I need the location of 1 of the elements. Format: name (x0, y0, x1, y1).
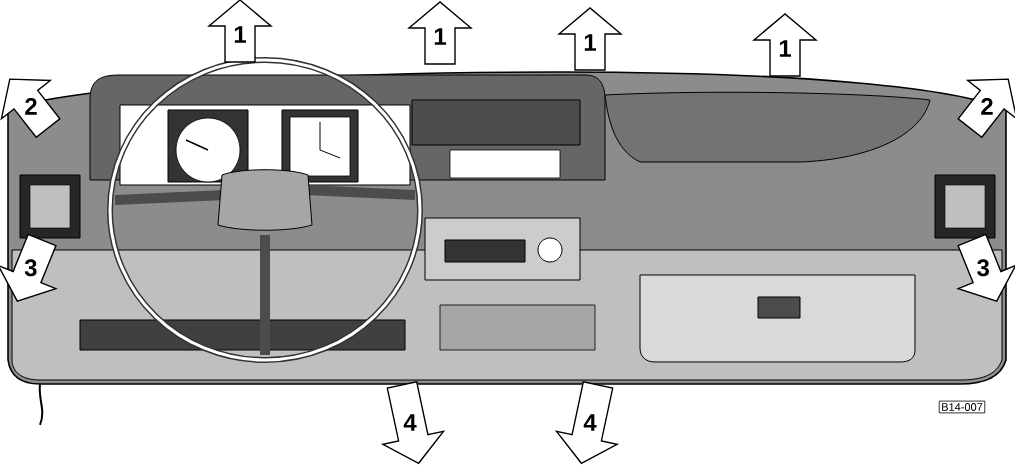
figure-code: B14-007 (938, 400, 986, 414)
